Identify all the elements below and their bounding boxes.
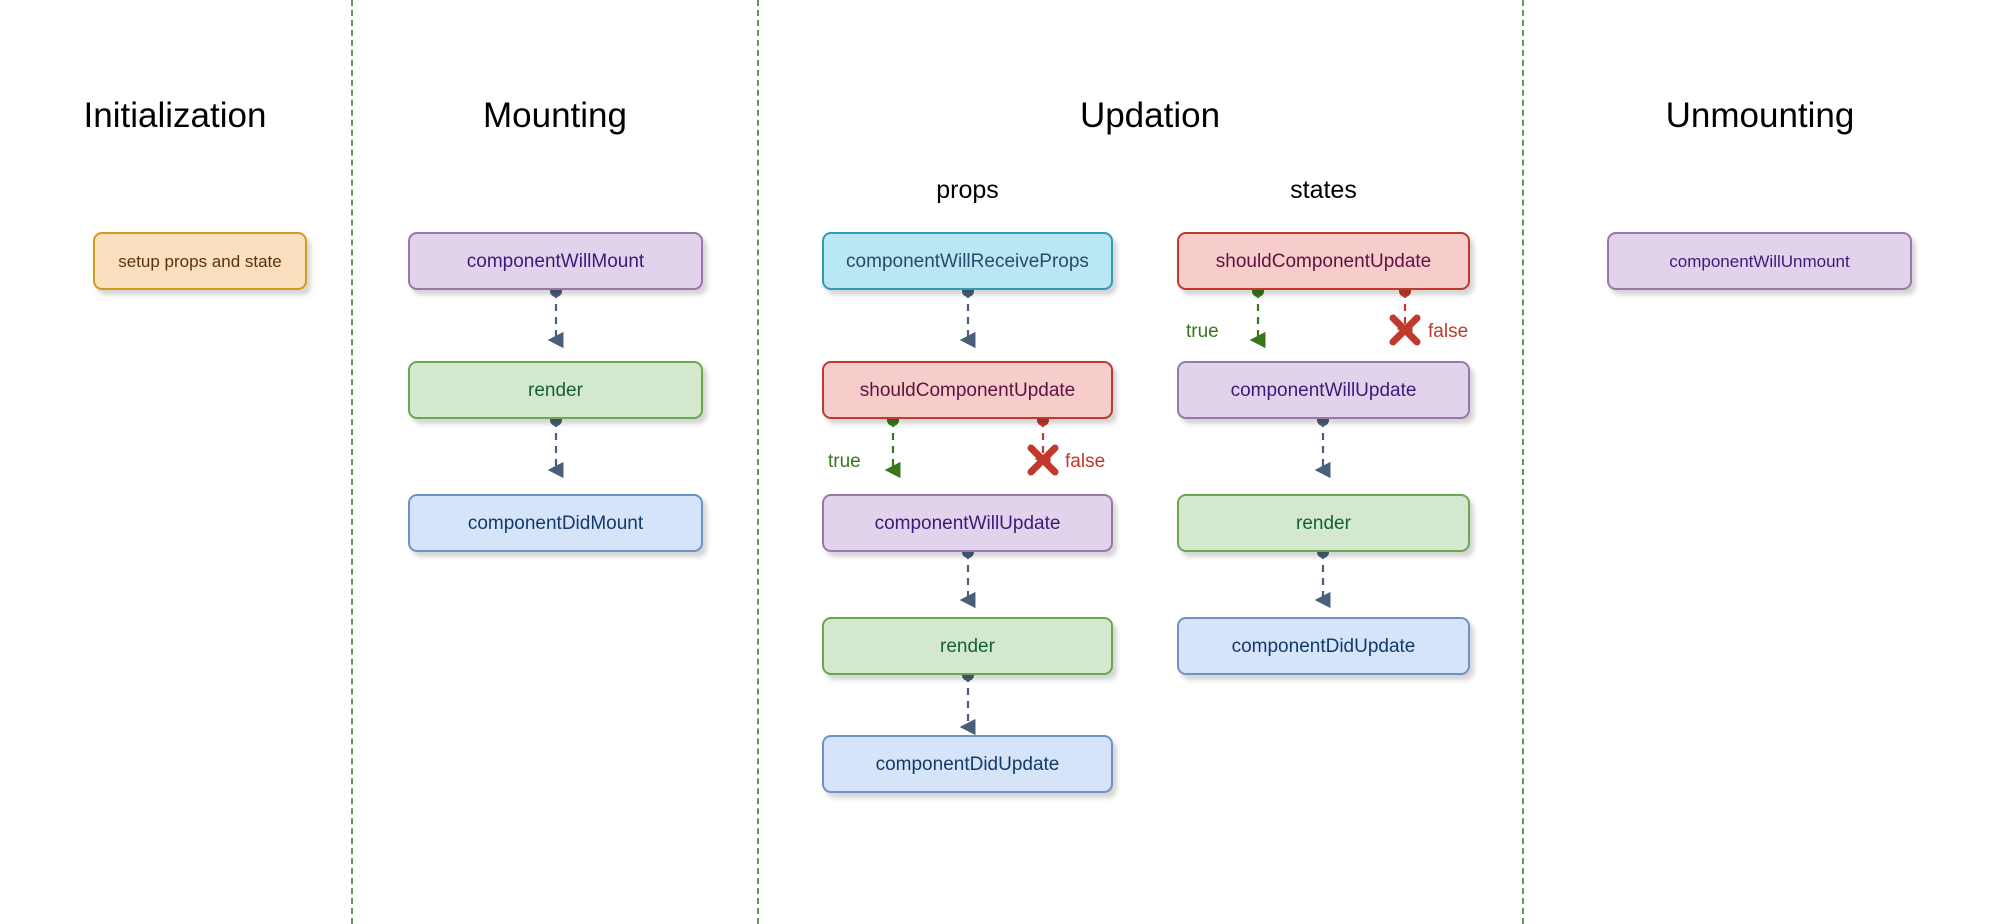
section-title-updation: Updation xyxy=(1079,96,1221,135)
arrow-states-willupdate-to-render xyxy=(1314,414,1331,479)
divider-mounting-updation xyxy=(757,0,759,924)
arrow-props-receiveprops-to-shouldupdate xyxy=(959,285,976,349)
node-states-component-did-update[interactable]: componentDidUpdate xyxy=(1177,617,1470,675)
section-title-initialization: Initialization xyxy=(83,96,267,135)
node-props-component-did-update[interactable]: componentDidUpdate xyxy=(822,735,1113,793)
node-mounting-render[interactable]: render xyxy=(408,361,703,419)
node-component-will-unmount[interactable]: componentWillUnmount xyxy=(1607,232,1912,290)
section-title-unmounting: Unmounting xyxy=(1665,96,1855,135)
arrow-props-shouldupdate-true-to-willupdate xyxy=(884,414,901,479)
branch-label-props-true: true xyxy=(828,451,861,472)
branch-label-states-true: true xyxy=(1186,321,1219,342)
arrow-props-shouldupdate-false-terminated xyxy=(1027,414,1059,476)
node-states-render[interactable]: render xyxy=(1177,494,1470,552)
divider-updation-unmounting xyxy=(1522,0,1524,924)
arrow-mounting-render-to-didmount xyxy=(547,414,564,479)
subsection-title-states: states xyxy=(1290,176,1357,204)
arrow-states-render-to-didupdate xyxy=(1314,546,1331,609)
node-states-component-will-update[interactable]: componentWillUpdate xyxy=(1177,361,1470,419)
arrow-props-willupdate-to-render xyxy=(959,546,976,609)
arrow-states-shouldupdate-true-to-willupdate xyxy=(1249,285,1266,349)
node-component-will-receive-props[interactable]: componentWillReceiveProps xyxy=(822,232,1113,290)
x-terminator-icon-props xyxy=(1027,444,1059,476)
divider-initialization-mounting xyxy=(351,0,353,924)
node-props-component-will-update[interactable]: componentWillUpdate xyxy=(822,494,1113,552)
x-terminator-icon-states xyxy=(1389,314,1421,346)
node-props-should-component-update[interactable]: shouldComponentUpdate xyxy=(822,361,1113,419)
branch-label-props-false: false xyxy=(1065,451,1106,472)
node-states-should-component-update[interactable]: shouldComponentUpdate xyxy=(1177,232,1470,290)
section-title-mounting: Mounting xyxy=(483,96,627,135)
arrow-props-render-to-didupdate xyxy=(959,669,976,736)
branch-label-states-false: false xyxy=(1428,321,1469,342)
node-component-did-mount[interactable]: componentDidMount xyxy=(408,494,703,552)
arrow-states-shouldupdate-false-terminated xyxy=(1389,285,1421,346)
subsection-title-props: props xyxy=(936,176,999,204)
arrow-mounting-willmount-to-render xyxy=(547,285,564,349)
node-props-render[interactable]: render xyxy=(822,617,1113,675)
node-component-will-mount[interactable]: componentWillMount xyxy=(408,232,703,290)
node-setup-props-and-state[interactable]: setup props and state xyxy=(93,232,307,290)
